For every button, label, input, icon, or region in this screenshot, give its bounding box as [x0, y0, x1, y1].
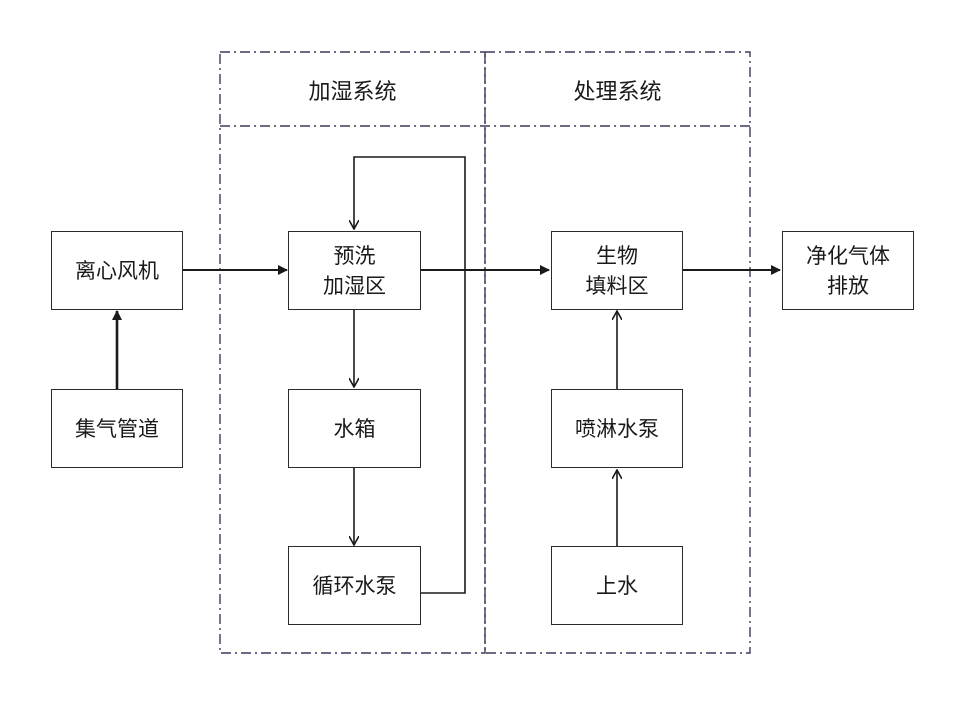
water-inlet-label: 上水 [596, 573, 638, 598]
gas-collector-node: 集气管道 [51, 389, 183, 468]
arrow-circ-pump-return-loop [354, 156, 466, 594]
centrifugal-fan-node: 离心风机 [51, 231, 183, 310]
treatment-system-title: 处理系统 [573, 80, 662, 105]
biofilter-node: 生物 填料区 [551, 231, 683, 310]
centrifugal-fan-label: 离心风机 [75, 258, 159, 283]
biofilter-line2: 填料区 [585, 273, 649, 298]
water-tank-label: 水箱 [333, 416, 376, 441]
treatment-system-frame [484, 51, 751, 654]
prewash-line1: 预洗 [333, 243, 376, 268]
output-line2: 排放 [827, 273, 869, 298]
circulation-pump-node: 循环水泵 [288, 546, 421, 625]
prewash-humidify-node: 预洗 加湿区 [288, 231, 421, 310]
region-frames [219, 51, 751, 654]
prewash-line2: 加湿区 [323, 273, 386, 298]
output-line1: 净化气体 [806, 243, 890, 268]
spray-pump-label: 喷淋水泵 [575, 416, 659, 441]
humidify-system-frame [219, 51, 486, 654]
water-tank-node: 水箱 [288, 389, 421, 468]
water-inlet-node: 上水 [551, 546, 683, 625]
humidify-system-title: 加湿系统 [308, 80, 397, 105]
gas-collector-label: 集气管道 [75, 416, 159, 441]
biofilter-line1: 生物 [596, 243, 638, 268]
spray-pump-node: 喷淋水泵 [551, 389, 683, 468]
circulation-pump-label: 循环水泵 [312, 573, 397, 598]
connectors [112, 156, 781, 594]
purified-gas-output-node: 净化气体 排放 [782, 231, 914, 310]
